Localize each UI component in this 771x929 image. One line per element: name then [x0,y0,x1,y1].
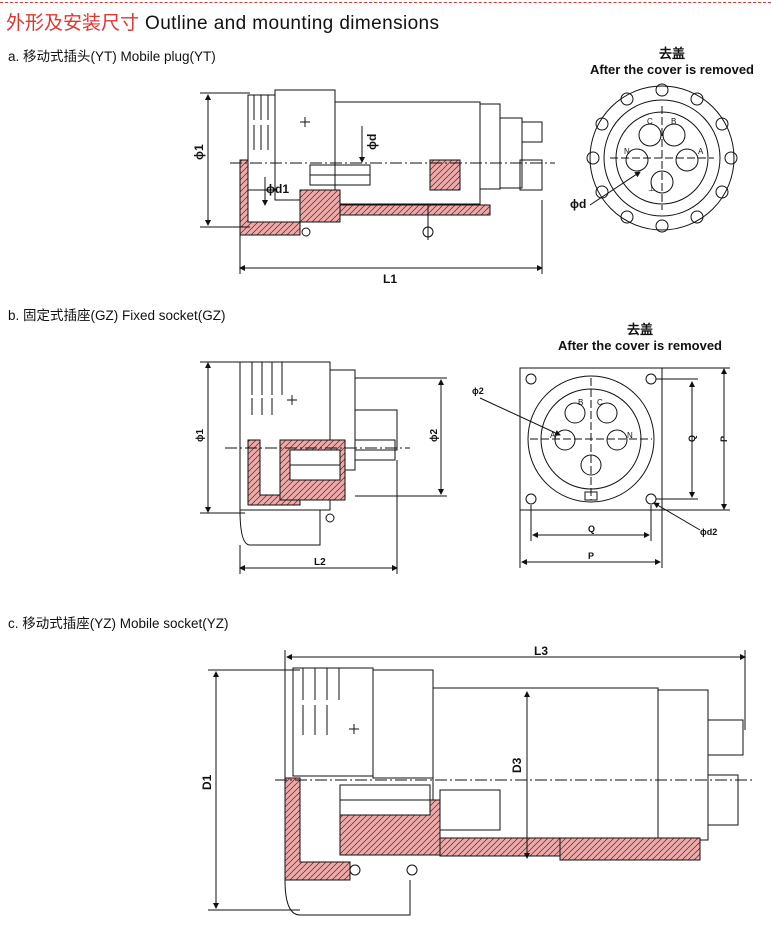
section-a-L1-label: L1 [383,272,397,286]
section-b-phid2-label: ϕd2 [700,527,717,537]
section-a-phid-label: ϕd [365,134,379,150]
section-a-cover-en: After the cover is removed [589,62,754,77]
pin-label: N [624,147,630,156]
section-a-face-phid-label: ϕd [570,197,586,211]
section-b-face-view [479,367,730,568]
section-b-cover-en: After the cover is removed [557,338,722,353]
section-c-L3-label: L3 [534,644,548,658]
section-c-title: c. 移动式插座(YZ) Mobile socket(YZ) [8,616,229,631]
pin-label: ⊥ [648,184,655,193]
pin-label: C [597,398,603,407]
pin-label: C [647,117,653,126]
pin-label: N [627,431,633,440]
section-b-P-label: P [719,436,729,442]
header-dashed-rule [0,2,771,3]
pin-label: B [671,117,676,126]
section-b-L2-label: L2 [314,557,326,568]
section-a-phid1-label: ϕd1 [266,182,289,196]
pin-label: A [698,147,704,156]
section-c-side-view [208,650,755,916]
section-c-D1-label: D1 [200,774,214,790]
page-title-en: Outline and mounting dimensions [145,13,440,34]
section-a-pin-labels: C B N A ⊥ [624,117,704,193]
section-b-Q-label: Q [687,435,697,442]
pin-label: B [578,398,583,407]
section-a-title: a. 移动式插头(YT) Mobile plug(YT) [8,49,216,64]
section-a-phi1-label: ϕ1 [192,144,206,160]
section-b-phi2-label: ϕ2 [429,429,440,442]
section-b-phi1-label: ϕ1 [195,429,206,442]
section-b-face-phi2-label: ϕ2 [472,386,484,396]
section-b-cover-cn: 去盖 [626,322,653,337]
page-title-cn: 外形及安装尺寸 [6,13,140,34]
section-b-pin-labels: B C A N [550,398,633,440]
section-c-D3-label: D3 [510,757,524,773]
section-b-P-bottom-label: P [588,551,594,561]
section-b-cover-label: 去盖 After the cover is removed [540,322,740,354]
section-b-Q-bottom-label: Q [588,524,595,534]
section-a-side-view [200,89,555,274]
section-b-title: b. 固定式插座(GZ) Fixed socket(GZ) [8,308,226,323]
section-a-face-view [586,83,738,233]
pin-label: A [550,431,556,440]
section-b-side-view [200,361,447,574]
section-a-cover-cn: 去盖 [658,46,685,61]
section-a-cover-label: 去盖 After the cover is removed [572,46,771,78]
